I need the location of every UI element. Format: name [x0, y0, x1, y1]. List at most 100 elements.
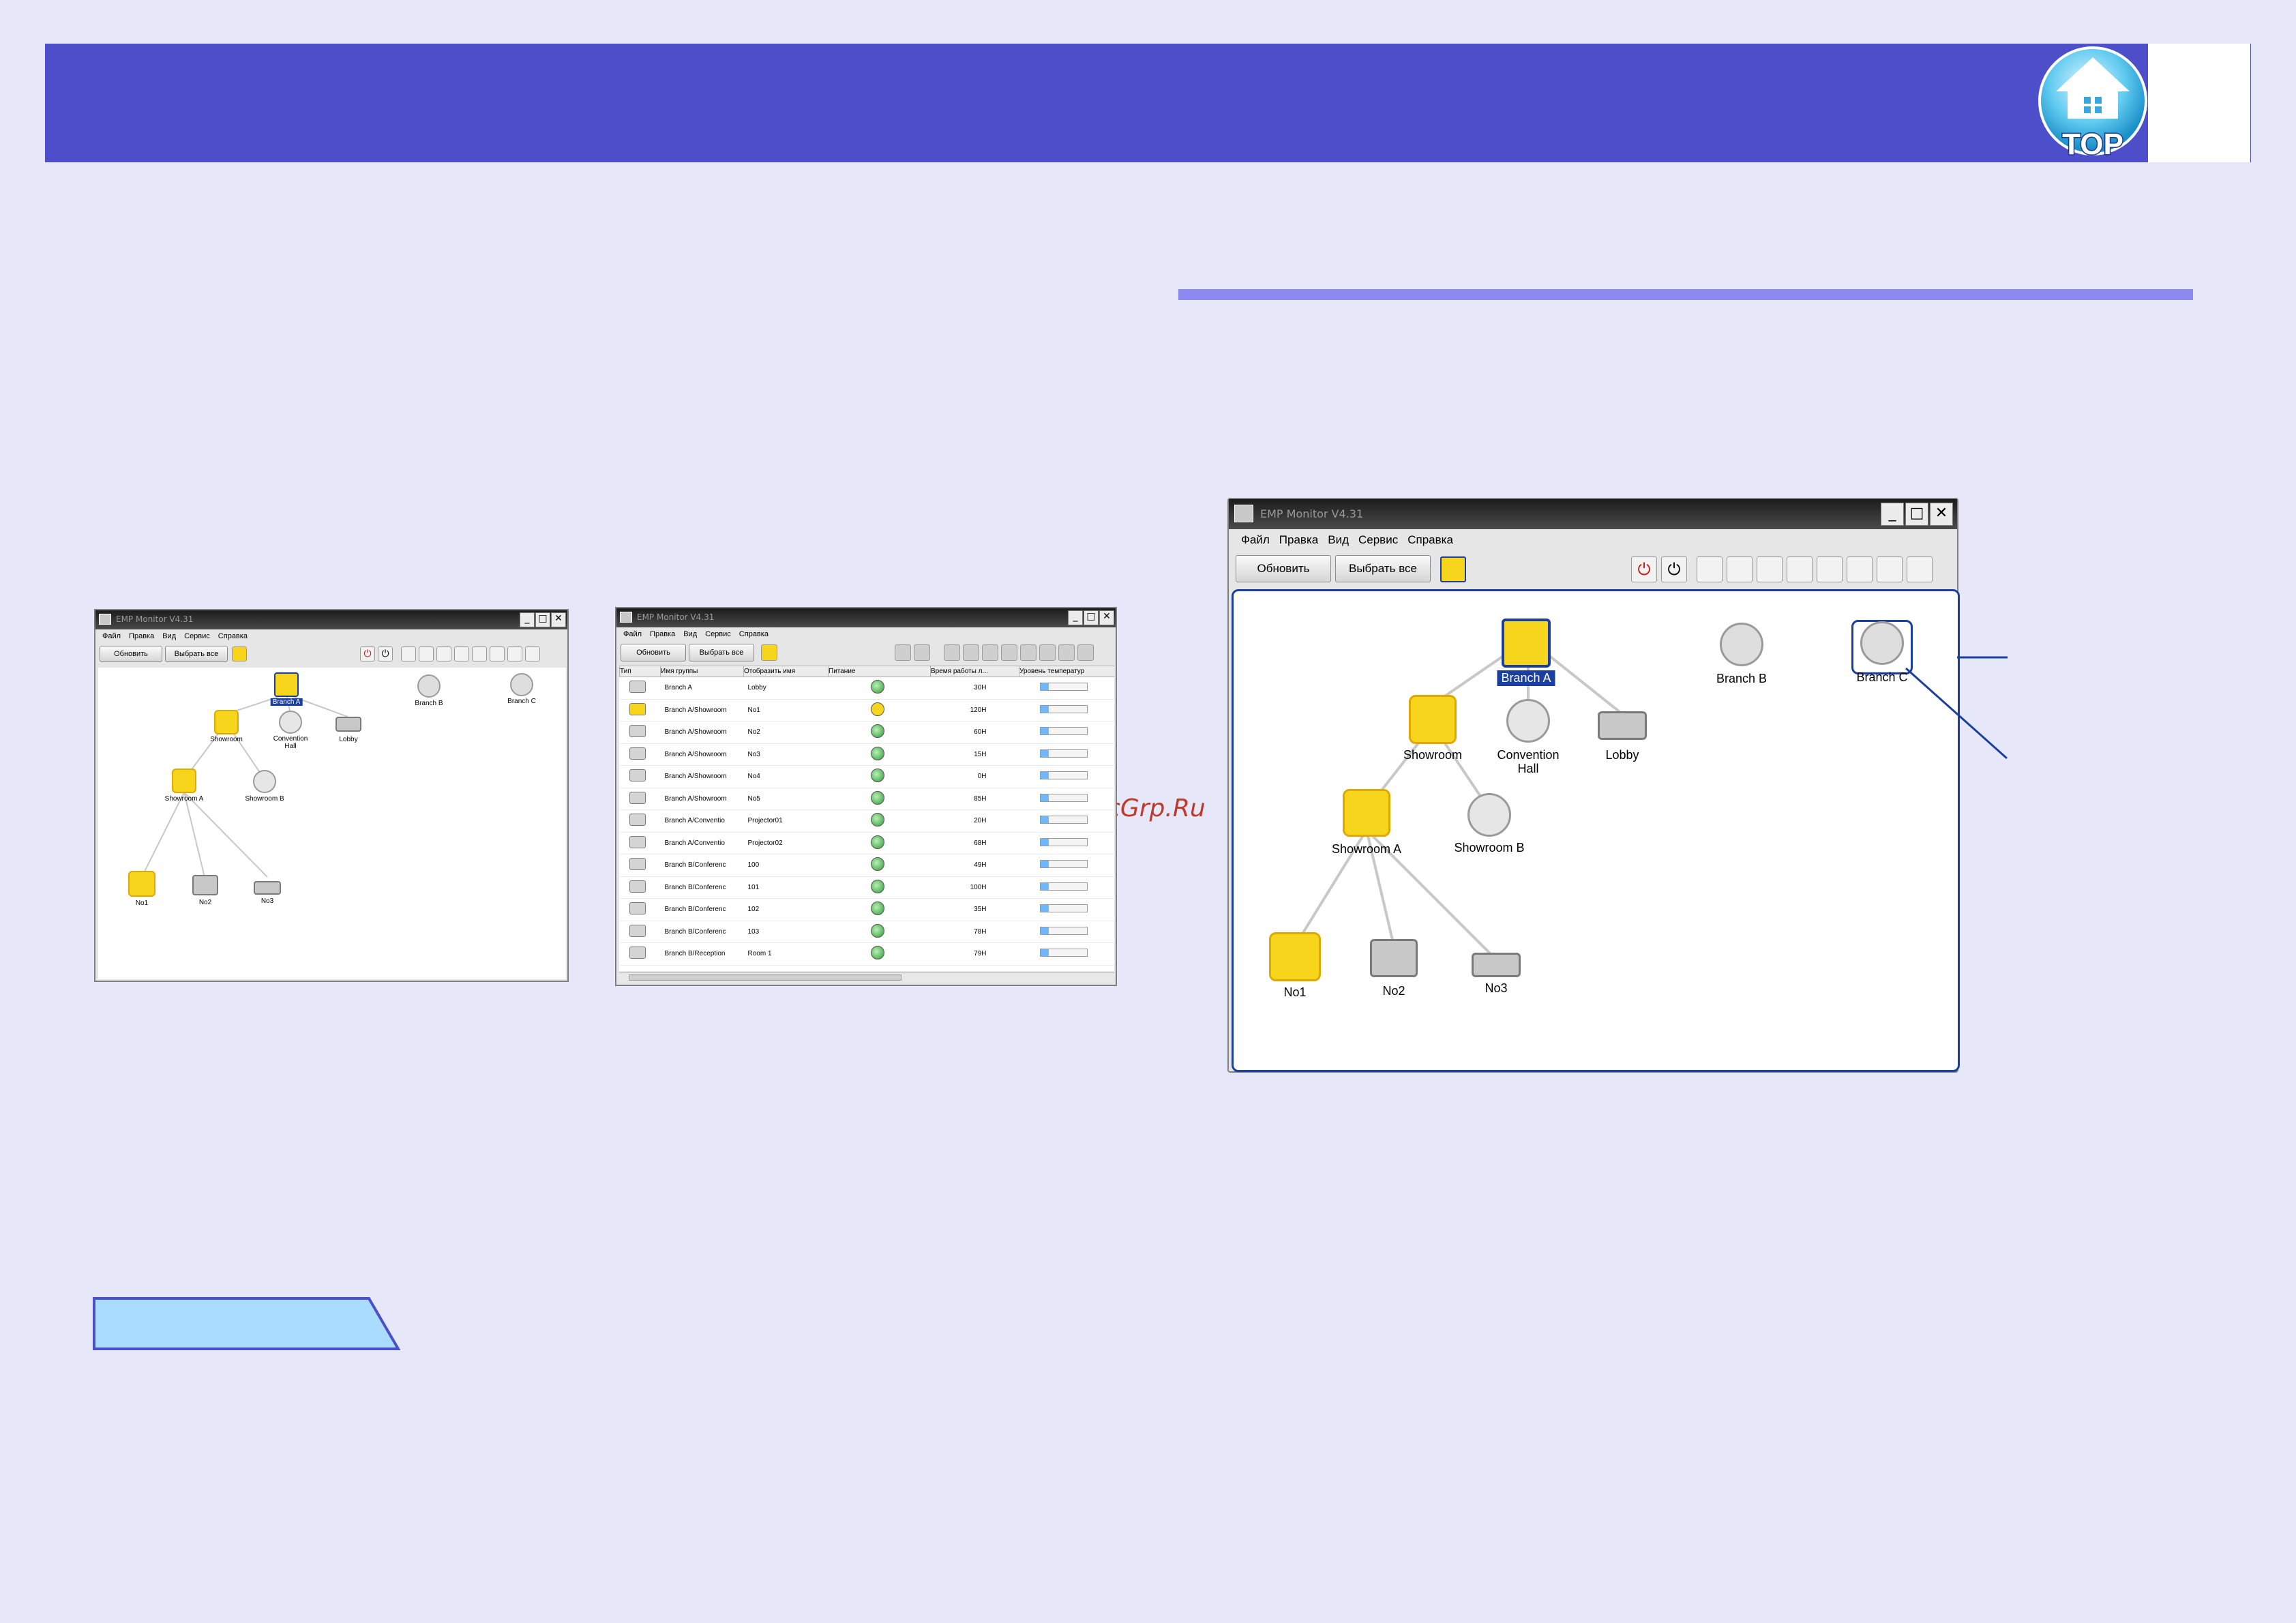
power-on-icon[interactable] — [895, 644, 911, 661]
source-hdmi-icon[interactable] — [1877, 556, 1903, 582]
source-svideo-icon[interactable] — [454, 646, 469, 661]
column-temperature[interactable]: Уровень температур — [1019, 666, 1114, 677]
showroom-b-icon[interactable] — [253, 770, 276, 793]
column-lamp-hours[interactable]: Время работы л... — [930, 666, 1019, 677]
menu-help[interactable]: Справка — [1407, 533, 1453, 546]
maximize-button[interactable]: □ — [1905, 503, 1928, 526]
showroom-icon[interactable] — [1409, 695, 1457, 744]
convention-hall-icon[interactable] — [279, 711, 302, 734]
source-mp-icon[interactable] — [525, 646, 540, 661]
no1-icon[interactable] — [128, 871, 155, 897]
source-computer1-icon[interactable] — [401, 646, 416, 661]
menu-view[interactable]: Вид — [683, 630, 698, 638]
source-computer1-icon[interactable] — [944, 644, 960, 661]
branch-b-icon[interactable] — [417, 674, 441, 698]
column-type[interactable]: Тип — [619, 666, 661, 677]
top-button[interactable]: TOP — [2038, 44, 2148, 162]
source-network-icon[interactable] — [472, 646, 487, 661]
source-svideo-icon[interactable] — [1787, 556, 1813, 582]
menu-view[interactable]: Вид — [162, 632, 177, 640]
close-button[interactable]: ✕ — [551, 612, 566, 627]
lobby-projector-icon[interactable] — [336, 717, 361, 732]
scrollbar-thumb[interactable] — [629, 974, 901, 981]
close-button[interactable]: ✕ — [1099, 610, 1114, 625]
column-display-name[interactable]: Отобразить имя — [743, 666, 829, 677]
source-computer2-icon[interactable] — [1727, 556, 1753, 582]
menu-help[interactable]: Справка — [218, 632, 248, 640]
no2-icon[interactable] — [192, 875, 218, 895]
convention-hall-icon[interactable] — [1506, 699, 1550, 743]
menu-edit[interactable]: Правка — [1279, 533, 1319, 546]
refresh-button[interactable]: Обновить — [621, 644, 686, 661]
source-video-icon[interactable] — [1757, 556, 1783, 582]
source-network-icon[interactable] — [1020, 644, 1037, 661]
warning-filter-icon[interactable] — [1440, 556, 1466, 582]
select-all-button[interactable]: Выбрать все — [1335, 555, 1431, 582]
source-computer2-icon[interactable] — [963, 644, 979, 661]
no1-icon[interactable] — [1269, 932, 1321, 981]
source-video-icon[interactable] — [982, 644, 998, 661]
power-on-icon[interactable]: ⏻ — [360, 646, 375, 661]
column-group-name[interactable]: Имя группы — [660, 666, 744, 677]
source-svideo-icon[interactable] — [1001, 644, 1017, 661]
refresh-button[interactable]: Обновить — [1236, 555, 1331, 582]
branch-b-icon[interactable] — [1720, 623, 1763, 666]
title-bar[interactable]: EMP Monitor V4.31 _ □ ✕ — [1229, 499, 1957, 529]
horizontal-scrollbar[interactable] — [619, 972, 1114, 982]
menu-view[interactable]: Вид — [1328, 533, 1349, 546]
lobby-projector-icon[interactable] — [1598, 711, 1647, 740]
power-off-icon[interactable]: ⏻ — [378, 646, 393, 661]
refresh-button[interactable]: Обновить — [100, 646, 162, 662]
warning-filter-icon[interactable] — [232, 646, 247, 661]
minimize-button[interactable]: _ — [520, 612, 535, 627]
menu-file[interactable]: Файл — [623, 630, 642, 638]
menu-edit[interactable]: Правка — [650, 630, 676, 638]
no3-icon[interactable] — [254, 881, 281, 895]
menu-file[interactable]: Файл — [102, 632, 121, 640]
source-hdmi-icon[interactable] — [1058, 644, 1075, 661]
menu-help[interactable]: Справка — [739, 630, 769, 638]
menu-file[interactable]: Файл — [1241, 533, 1270, 546]
close-button[interactable]: ✕ — [1930, 503, 1953, 526]
menu-tools[interactable]: Сервис — [184, 632, 210, 640]
source-video-icon[interactable] — [436, 646, 451, 661]
minimize-button[interactable]: _ — [1068, 610, 1083, 625]
source-dvi-icon[interactable] — [490, 646, 505, 661]
showroom-b-icon[interactable] — [1467, 793, 1511, 837]
title-bar[interactable]: EMP Monitor V4.31 _ □ ✕ — [616, 608, 1116, 627]
no2-icon[interactable] — [1370, 939, 1418, 977]
branch-c-icon[interactable] — [510, 673, 533, 696]
menu-edit[interactable]: Правка — [129, 632, 155, 640]
maximize-button[interactable]: □ — [535, 612, 550, 627]
select-all-button[interactable]: Выбрать все — [165, 646, 228, 662]
showroom-icon[interactable] — [214, 710, 239, 734]
source-computer1-icon[interactable] — [1697, 556, 1723, 582]
source-hdmi-icon[interactable] — [507, 646, 522, 661]
warning-filter-icon[interactable] — [761, 644, 777, 661]
branch-a-icon[interactable] — [274, 672, 299, 697]
source-dvi-icon[interactable] — [1039, 644, 1056, 661]
showroom-a-icon[interactable] — [1343, 789, 1390, 837]
source-mp-icon[interactable] — [1907, 556, 1933, 582]
no3-icon[interactable] — [1472, 953, 1521, 977]
branch-a-icon[interactable] — [1502, 619, 1551, 668]
maximize-button[interactable]: □ — [1084, 610, 1099, 625]
minimize-button[interactable]: _ — [1881, 503, 1904, 526]
branch-c-icon[interactable] — [1860, 621, 1904, 665]
menu-tools[interactable]: Сервис — [705, 630, 731, 638]
showroom-a-icon[interactable] — [172, 769, 196, 793]
title-bar[interactable]: EMP Monitor V4.31 _ □ ✕ — [95, 610, 567, 629]
source-network-icon[interactable] — [1817, 556, 1843, 582]
